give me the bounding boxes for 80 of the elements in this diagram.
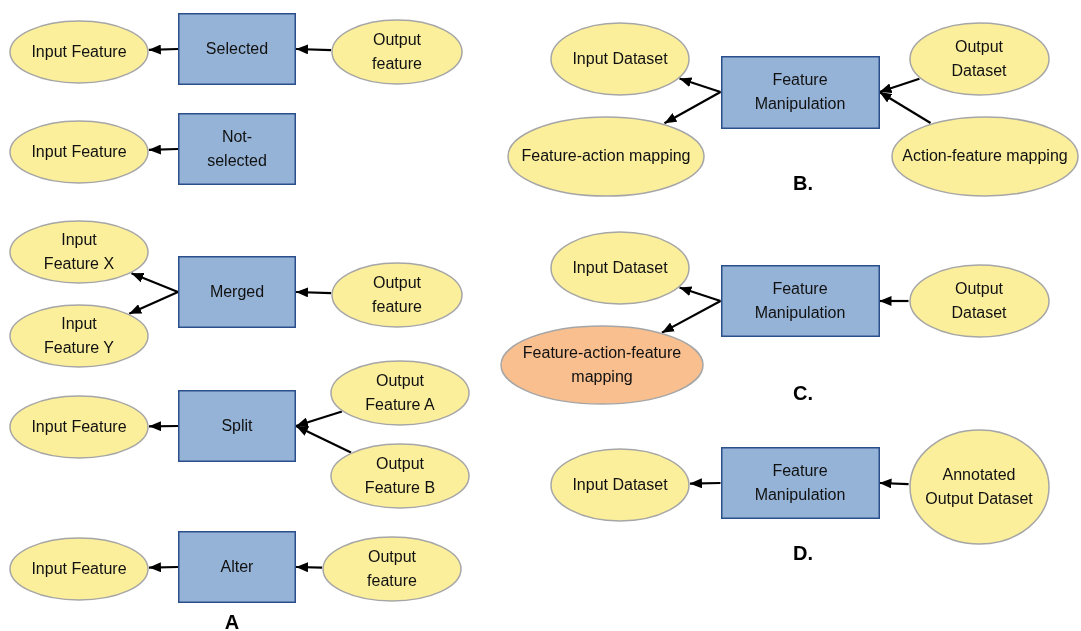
node-text: Output Feature B [363, 454, 437, 498]
process-box [178, 390, 296, 462]
node-text: Action-feature mapping [902, 146, 1068, 166]
node-text: Annotated Output Dataset [924, 465, 1034, 509]
ellipse-node [500, 325, 704, 405]
node-text: Output Dataset [950, 279, 1008, 323]
process-box [178, 256, 296, 328]
node-text: Feature Manipulation [753, 461, 847, 505]
arrow [663, 91, 722, 125]
node-text: Merged [209, 282, 265, 302]
node-text: Alter [220, 557, 254, 577]
arrow [148, 144, 179, 155]
process-box [178, 113, 296, 185]
panel-label: D. [793, 541, 813, 565]
panel-label: C. [793, 381, 813, 405]
node-text: Selected [205, 39, 269, 59]
arrow [295, 287, 332, 298]
node-text: Output feature [371, 30, 423, 74]
ellipse-node [908, 264, 1050, 338]
process-box [720, 447, 880, 519]
node-text: Output feature [366, 547, 418, 591]
arrow [878, 91, 932, 124]
process-box [178, 13, 296, 85]
arrow [679, 77, 721, 94]
node-text: Not-selected [206, 127, 268, 171]
arrow [879, 77, 920, 94]
arrow [148, 421, 178, 432]
ellipse-node [9, 120, 149, 184]
process-box [720, 265, 880, 337]
ellipse-node [550, 231, 690, 305]
arrow [679, 286, 721, 303]
ellipse-node [908, 22, 1050, 96]
ellipse-node [550, 448, 690, 522]
arrow [661, 300, 722, 334]
arrow [879, 478, 909, 489]
node-text: Input Feature X [42, 230, 116, 274]
panel-label: B. [793, 171, 813, 195]
node-text: Input Feature [31, 42, 127, 62]
node-text: Feature-action mapping [521, 146, 691, 166]
node-text: Input Dataset [572, 475, 668, 495]
node-text: Feature-action-feature mapping [522, 343, 682, 387]
arrow [295, 410, 343, 428]
ellipse-node [331, 262, 463, 328]
panel-label: A [224, 610, 240, 631]
node-text: Output Dataset [950, 37, 1008, 81]
arrow [295, 44, 332, 55]
node-text: Input Feature [31, 142, 127, 162]
ellipse-node [908, 429, 1050, 545]
node-text: Feature Manipulation [753, 70, 847, 114]
ellipse-node [330, 443, 470, 509]
arrow [879, 296, 909, 306]
arrow [689, 478, 721, 489]
node-text: Output feature [371, 273, 423, 317]
node-text: Input Dataset [572, 49, 668, 69]
node-text: Input Feature [31, 417, 127, 437]
ellipse-node [322, 536, 462, 602]
process-box [178, 531, 296, 603]
node-text: Feature Manipulation [753, 279, 847, 323]
arrow [131, 272, 179, 293]
process-box [720, 55, 880, 129]
ellipse-node [330, 360, 470, 426]
ellipse-node [507, 115, 705, 197]
ellipse-node [331, 19, 463, 85]
ellipse-node [550, 22, 690, 96]
ellipse-node [9, 220, 149, 284]
ellipse-node [9, 304, 149, 368]
node-text: Input Feature [31, 559, 127, 579]
ellipse-node [891, 115, 1079, 197]
node-text: Output Feature A [364, 371, 436, 415]
ellipse-node [9, 537, 149, 601]
arrow [148, 562, 179, 573]
ellipse-node [9, 395, 149, 459]
node-text: Input Dataset [572, 258, 668, 278]
ellipse-node [9, 20, 149, 84]
arrow [148, 44, 179, 55]
arrow [295, 562, 323, 573]
arrow [295, 425, 352, 454]
node-text: Input Feature Y [43, 314, 115, 358]
node-text: Split [221, 416, 253, 436]
arrow [128, 291, 179, 315]
